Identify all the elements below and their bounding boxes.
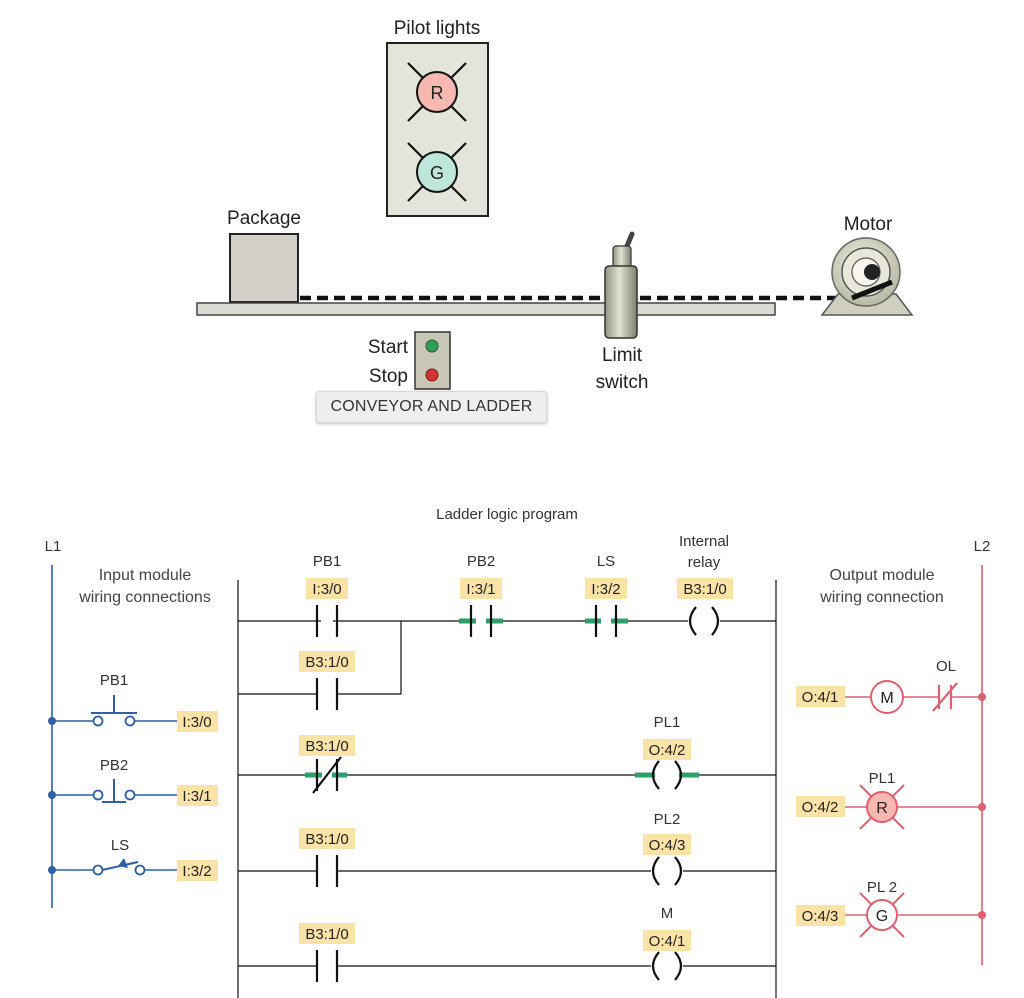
output-module-label-2: wiring connection — [819, 589, 944, 606]
input-module-label-1: Input module — [99, 567, 192, 584]
stop-button[interactable] — [425, 368, 439, 382]
rung-4: B3:1/0 M O:4/1 — [238, 905, 776, 982]
input-ls: LS I:3/2 — [48, 837, 218, 881]
rung2-contact-address: B3:1/0 — [305, 738, 348, 755]
output-module-label-1: Output module — [830, 567, 935, 584]
output-pl2-name: PL 2 — [867, 879, 897, 896]
input-pb2-name: PB2 — [100, 757, 128, 774]
output-pl2: O:4/3 PL 2 G — [796, 879, 986, 938]
input-pb2: PB2 I:3/1 — [48, 757, 218, 806]
limit-switch-label-1: Limit — [602, 345, 643, 366]
output-motor: O:4/1 M OL — [796, 658, 986, 714]
rung4-contact-icon — [315, 950, 339, 982]
rung3-coil-address: O:4/3 — [649, 837, 686, 854]
motor-icon — [820, 237, 914, 316]
red-lamp-letter: R — [431, 83, 444, 103]
output-pl1-letter: R — [876, 800, 888, 817]
rung1-ls-contact-icon — [585, 605, 628, 637]
rung4-motor-coil-icon — [651, 951, 683, 981]
rung1-pb2-contact-icon — [459, 605, 503, 637]
package-label: Package — [227, 208, 301, 229]
rung4-coil-name: M — [661, 905, 674, 922]
rung1-branch-contact-icon — [315, 678, 339, 710]
rung3-coil-name: PL2 — [654, 811, 681, 828]
conveyor-illustration: Pilot lights R G Package — [196, 18, 914, 393]
pl1-red-lamp-icon: R — [859, 784, 905, 830]
rung2-coil-address: O:4/2 — [649, 742, 686, 759]
start-button[interactable] — [425, 339, 439, 353]
rung1-coil-name-2: relay — [688, 554, 721, 571]
input-ls-name: LS — [111, 837, 129, 854]
conveyor-belt — [196, 302, 776, 316]
rung3-contact-address: B3:1/0 — [305, 831, 348, 848]
output-pl2-address: O:4/3 — [802, 908, 839, 925]
rail-l2-label: L2 — [974, 538, 991, 555]
overload-label: OL — [936, 658, 956, 675]
output-motor-address: O:4/1 — [802, 689, 839, 706]
rung2-nc-contact-icon — [305, 756, 347, 794]
output-pl2-letter: G — [876, 908, 888, 925]
rung4-coil-address: O:4/1 — [649, 933, 686, 950]
input-pb1-name: PB1 — [100, 672, 128, 689]
motor-label: Motor — [844, 214, 893, 235]
rung3-pl2-coil-icon — [651, 856, 683, 886]
rung1-pb1-address: I:3/0 — [312, 581, 341, 598]
rung1-internal-relay-coil-icon — [688, 606, 720, 636]
limit-switch-icon — [604, 231, 638, 339]
rung1-branch-address: B3:1/0 — [305, 654, 348, 671]
output-pl1: O:4/2 PL1 R — [796, 770, 986, 830]
pl2-green-lamp-icon: G — [859, 892, 905, 938]
rung-1: PB1 I:3/0 B3:1/0 PB2 I:3/1 — [238, 533, 776, 710]
input-pb1-address: I:3/0 — [182, 714, 211, 731]
ladder-title: Ladder logic program — [436, 506, 578, 523]
package-box — [229, 233, 299, 303]
output-motor-letter: M — [880, 690, 893, 707]
input-module-label-2: wiring connections — [78, 589, 211, 606]
input-pb1: PB1 I:3/0 — [48, 672, 218, 732]
pilot-light-panel: Pilot lights R G — [386, 18, 489, 217]
start-label: Start — [368, 337, 409, 358]
stop-label: Stop — [369, 366, 408, 387]
rung4-contact-address: B3:1/0 — [305, 926, 348, 943]
pilot-lights-title: Pilot lights — [394, 18, 481, 39]
rung1-pb2-name: PB2 — [467, 553, 495, 570]
rung1-pb1-name: PB1 — [313, 553, 341, 570]
input-pb2-address: I:3/1 — [182, 788, 211, 805]
rung1-coil-address: B3:1/0 — [683, 581, 726, 598]
green-pilot-lamp-icon: G — [407, 142, 467, 202]
ladder-diagram: Ladder logic program L1 L2 Input module … — [45, 506, 991, 998]
rung-2: B3:1/0 PL1 O:4/2 — [238, 714, 776, 794]
red-pilot-lamp-icon: R — [407, 62, 467, 122]
limit-switch-label-2: switch — [596, 372, 649, 393]
rung1-ls-name: LS — [597, 553, 615, 570]
rung-3: B3:1/0 PL2 O:4/3 — [238, 811, 776, 887]
input-ls-address: I:3/2 — [182, 863, 211, 880]
image-caption-tooltip: CONVEYOR AND LADDER — [316, 391, 547, 423]
rung2-coil-name: PL1 — [654, 714, 681, 731]
rung2-pl1-coil-icon — [635, 760, 699, 790]
output-pl1-name: PL1 — [869, 770, 896, 787]
rung1-coil-name-1: Internal — [679, 533, 729, 550]
green-lamp-letter: G — [430, 163, 444, 183]
rung1-pb1-contact-icon — [315, 605, 339, 637]
rung1-pb2-address: I:3/1 — [466, 581, 495, 598]
rung1-ls-address: I:3/2 — [591, 581, 620, 598]
output-pl1-address: O:4/2 — [802, 799, 839, 816]
rung3-contact-icon — [315, 855, 339, 887]
rail-l1-label: L1 — [45, 538, 62, 555]
